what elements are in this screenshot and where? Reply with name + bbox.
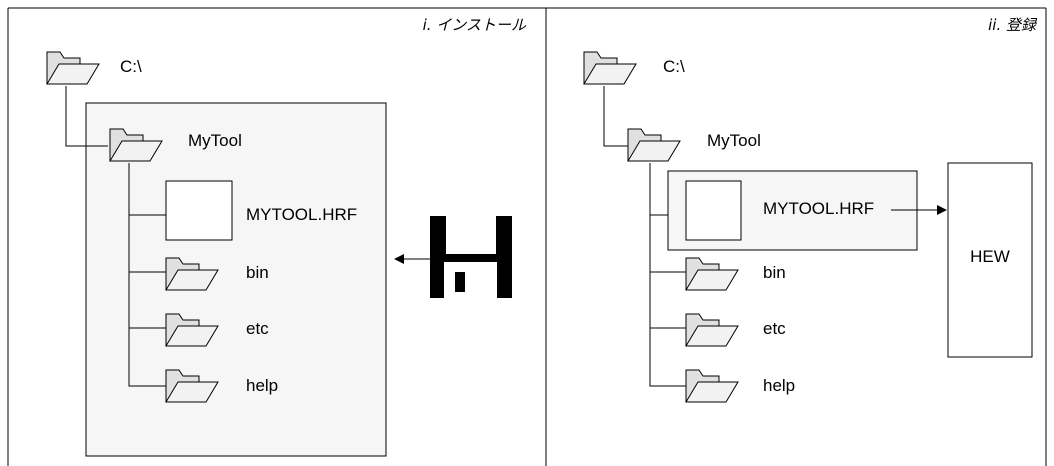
left-panel: i. インストール C:\ MyTool MYTOOL.HRF bin etc … <box>46 16 527 457</box>
subfolder-label-bin: bin <box>246 263 269 282</box>
folder-icon <box>685 369 739 403</box>
root-label: C:\ <box>120 57 142 76</box>
tree-connector <box>603 86 630 147</box>
panel-frame <box>7 7 1047 466</box>
subfolder-label-etc: etc <box>763 319 786 338</box>
folder-label: MyTool <box>707 131 761 150</box>
subfolder-label-help: help <box>246 376 278 395</box>
floppy-disk-icon <box>430 216 512 298</box>
subfolder-label-etc: etc <box>246 319 269 338</box>
folder-label: MyTool <box>188 131 242 150</box>
folder-icon <box>685 313 739 347</box>
hew-label: HEW <box>970 247 1010 266</box>
tree-connector <box>128 163 166 387</box>
tree-connector <box>649 163 686 387</box>
mytool-container <box>85 102 387 457</box>
subfolder-label-bin: bin <box>763 263 786 282</box>
right-panel-title: ii. 登録 <box>988 16 1038 34</box>
left-panel-title: i. インストール <box>423 16 527 34</box>
root-label: C:\ <box>663 57 685 76</box>
file-icon <box>685 180 742 241</box>
tree-connector <box>65 86 108 147</box>
folder-icon <box>46 51 100 85</box>
file-label: MYTOOL.HRF <box>763 199 874 218</box>
right-panel: ii. 登録 C:\ MyTool MYTOOL.HRF HEW bin etc… <box>583 16 1038 403</box>
file-icon <box>165 180 233 241</box>
hew-box <box>947 162 1033 358</box>
subfolder-label-help: help <box>763 376 795 395</box>
folder-icon <box>685 257 739 291</box>
file-label: MYTOOL.HRF <box>246 205 357 224</box>
folder-icon <box>583 51 637 85</box>
folder-icon <box>627 128 681 162</box>
